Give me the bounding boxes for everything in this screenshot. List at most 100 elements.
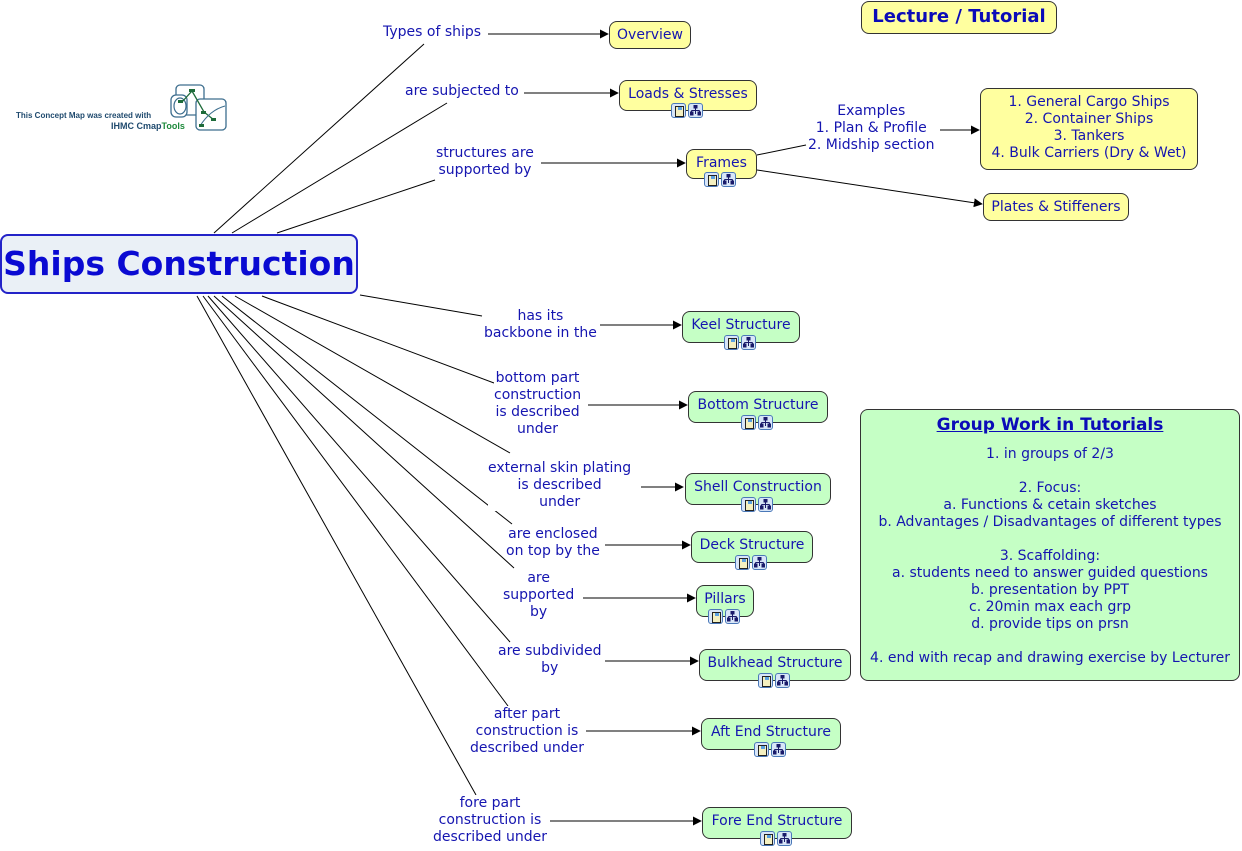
- link-phrase-fore[interactable]: fore part construction is described unde…: [433, 795, 547, 846]
- phrase-line: are: [527, 570, 550, 586]
- phrase-line: after part: [493, 706, 561, 722]
- group-work-line: b. presentation by PPT: [971, 582, 1129, 598]
- line-root-loads: [231, 102, 448, 234]
- concept-map-icon[interactable]: [725, 609, 740, 624]
- phrase-line: is described: [495, 404, 580, 420]
- group-work-line: c. 20min max each grp: [969, 599, 1131, 615]
- ship-type-item: 2. Container Ships: [1024, 111, 1154, 127]
- concept-plates-stiffeners[interactable]: Plates & Stiffeners: [983, 193, 1129, 221]
- link-phrase-aft[interactable]: after part construction is described und…: [470, 706, 584, 757]
- link-phrase-pillars[interactable]: are supported by: [503, 570, 575, 621]
- document-image-icon[interactable]: [724, 335, 739, 350]
- link-phrase-shell[interactable]: external skin plating is described under: [488, 460, 632, 511]
- concept-map-icon[interactable]: [721, 172, 736, 187]
- root-concept-label: Ships Construction: [3, 244, 355, 283]
- link-phrase-bottom[interactable]: bottom part construction is described un…: [494, 370, 582, 438]
- logo-brand: IHMC CmapTools: [111, 121, 185, 131]
- concept-bottom-structure[interactable]: Bottom Structure: [688, 391, 828, 423]
- document-image-icon[interactable]: [760, 831, 775, 846]
- phrase-line: under: [539, 494, 581, 510]
- line-root-overview: [213, 43, 425, 234]
- document-image-icon[interactable]: [758, 673, 773, 688]
- concept-map-icon[interactable]: [758, 497, 773, 512]
- group-work-panel[interactable]: Group Work in Tutorials 1. in groups of …: [860, 409, 1240, 681]
- concept-label: Deck Structure: [699, 537, 805, 553]
- phrase-line: construction: [494, 387, 582, 403]
- group-work-line: d. provide tips on prsn: [971, 616, 1129, 632]
- concept-deck-structure[interactable]: Deck Structure: [691, 531, 813, 563]
- lecture-tutorial-label: Lecture / Tutorial: [872, 6, 1046, 27]
- document-image-icon[interactable]: [704, 172, 719, 187]
- ship-type-item: 3. Tankers: [1053, 128, 1125, 144]
- link-phrase-frames[interactable]: structures are supported by: [436, 145, 534, 179]
- phrase-line: are enclosed: [508, 526, 598, 542]
- phrase-line: are subjected to: [405, 83, 519, 99]
- group-work-line: 4. end with recap and drawing exercise b…: [870, 650, 1230, 666]
- line-root-bottom: [261, 295, 495, 384]
- line-root-fore: [196, 295, 477, 796]
- line-root-frames: [276, 179, 436, 234]
- root-concept-ships-construction[interactable]: Ships Construction: [0, 234, 358, 294]
- phrase-line: described under: [470, 740, 584, 756]
- concept-bulkhead-structure[interactable]: Bulkhead Structure: [699, 649, 851, 681]
- document-image-icon[interactable]: [671, 103, 686, 118]
- group-work-spacer: [861, 531, 1239, 548]
- line-root-deck: [221, 295, 513, 525]
- phrase-line: supported by: [438, 162, 532, 178]
- link-phrase-keel[interactable]: has its backbone in the: [484, 308, 597, 342]
- phrase-line: by: [530, 604, 548, 620]
- line-root-bulkhead: [207, 295, 511, 643]
- concept-label: Loads & Stresses: [628, 86, 748, 102]
- concept-keel-structure[interactable]: Keel Structure: [682, 311, 800, 343]
- ship-type-item: 4. Bulk Carriers (Dry & Wet): [991, 145, 1187, 161]
- group-work-line: a. Functions & cetain sketches: [943, 497, 1157, 513]
- resource-icons: [754, 742, 786, 757]
- line-root-keel: [359, 294, 483, 317]
- phrase-line: by: [541, 660, 559, 676]
- concept-map-icon[interactable]: [758, 415, 773, 430]
- phrase-line: external skin plating: [488, 460, 632, 476]
- link-phrase-examples[interactable]: Examples 1. Plan & Profile 2. Midship se…: [808, 103, 935, 154]
- document-image-icon[interactable]: [741, 415, 756, 430]
- concept-overview[interactable]: Overview: [609, 21, 691, 49]
- phrase-line: Types of ships: [383, 24, 482, 40]
- line-frames-examples: [756, 144, 807, 156]
- concept-map-icon[interactable]: [777, 831, 792, 846]
- concept-label: Pillars: [704, 591, 746, 607]
- concept-ship-types[interactable]: 1. General Cargo Ships 2. Container Ship…: [980, 88, 1198, 170]
- link-phrase-deck[interactable]: are enclosed on top by the: [506, 526, 600, 560]
- concept-label: Keel Structure: [691, 317, 791, 333]
- document-image-icon[interactable]: [754, 742, 769, 757]
- resource-icons: [735, 555, 767, 570]
- concept-label: Overview: [617, 27, 683, 43]
- concept-map-icon[interactable]: [688, 103, 703, 118]
- link-phrase-loads[interactable]: are subjected to: [405, 83, 519, 100]
- cmaptools-logo: This Concept Map was created with IHMC C…: [16, 84, 228, 134]
- link-phrase-bulkhead[interactable]: are subdivided by: [498, 643, 602, 677]
- link-phrase-overview[interactable]: Types of ships: [383, 24, 482, 41]
- line-root-shell: [234, 295, 511, 454]
- phrase-line: structures are: [436, 145, 534, 161]
- resource-icons: [704, 172, 736, 187]
- resource-icons: [741, 497, 773, 512]
- phrase-line: construction is: [438, 812, 542, 828]
- concept-map-icon[interactable]: [741, 335, 756, 350]
- concept-map-icon[interactable]: [752, 555, 767, 570]
- document-image-icon[interactable]: [735, 555, 750, 570]
- group-work-spacer: [861, 463, 1239, 480]
- concept-map-icon[interactable]: [771, 742, 786, 757]
- resource-icons: [741, 415, 773, 430]
- lecture-tutorial-badge[interactable]: Lecture / Tutorial: [861, 1, 1057, 34]
- concept-label: Frames: [696, 155, 747, 171]
- logo-brand-prefix: IHMC Cmap: [111, 121, 162, 131]
- resource-icons: [708, 609, 740, 624]
- phrase-line: has its: [517, 308, 564, 324]
- concept-label: Shell Construction: [694, 479, 822, 495]
- document-image-icon[interactable]: [708, 609, 723, 624]
- phrase-line: on top by the: [506, 543, 600, 559]
- concept-map-icon[interactable]: [775, 673, 790, 688]
- concept-label: Aft End Structure: [711, 724, 831, 740]
- concept-label: Bulkhead Structure: [707, 655, 843, 671]
- document-image-icon[interactable]: [741, 497, 756, 512]
